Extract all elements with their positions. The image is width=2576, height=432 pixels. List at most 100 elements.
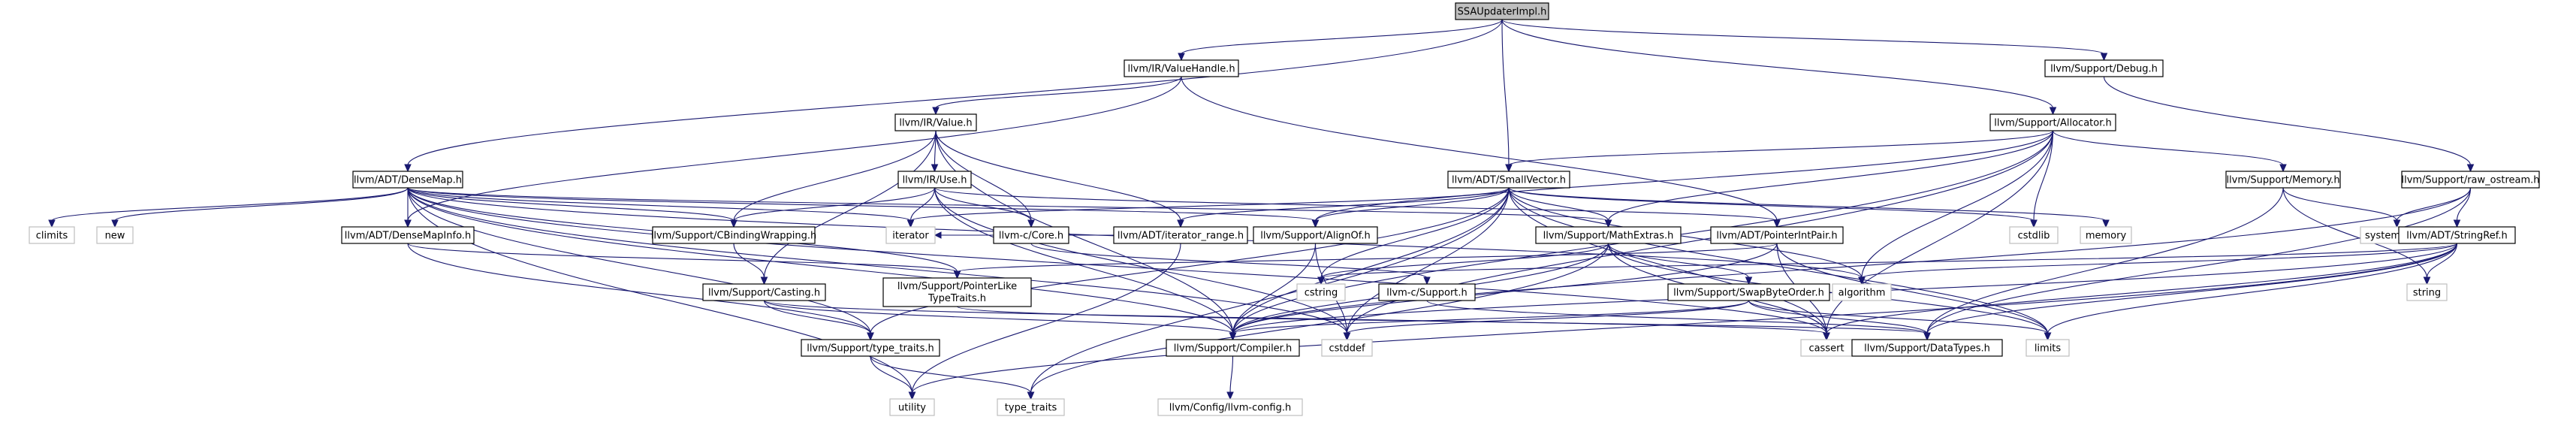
edge-value-to-casting	[760, 130, 937, 285]
node-label: string	[2413, 288, 2441, 299]
node-label: llvm/Support/MathExtras.h	[1543, 231, 1674, 242]
edge-ccore-to-csupport	[1030, 243, 1431, 285]
node-label: new	[105, 231, 125, 242]
edge-smallvector-to-alignof	[1311, 187, 1510, 228]
edge-smallvector-to-iterator_range	[1177, 187, 1510, 228]
node-llvmconfig: llvm/Config/llvm-config.h	[1157, 398, 1303, 416]
node-type_traits_llvm[interactable]: llvm/Support/type_traits.h	[801, 339, 940, 357]
node-box	[96, 226, 134, 244]
node-box	[29, 226, 75, 244]
node-csupport[interactable]: llvm-c/Support.h	[1378, 283, 1476, 301]
node-use[interactable]: llvm/IR/Use.h	[897, 171, 972, 189]
node-cstdlib: cstdlib	[2009, 226, 2059, 244]
node-smallvector[interactable]: llvm/ADT/SmallVector.h	[1447, 171, 1570, 189]
node-allocator[interactable]: llvm/Support/Allocator.h	[1989, 113, 2116, 131]
node-ccore[interactable]: llvm-c/Core.h	[993, 226, 1069, 244]
edge-type_traits_llvm-to-type_traits	[870, 355, 1035, 400]
node-memory_std: memory	[2080, 226, 2132, 244]
node-label: llvm/ADT/StringRef.h	[2406, 231, 2507, 242]
node-box	[2044, 59, 2164, 77]
node-alignof[interactable]: llvm/Support/AlignOf.h	[1253, 226, 1378, 244]
node-stringref[interactable]: llvm/ADT/StringRef.h	[2398, 226, 2516, 244]
edge-allocator-to-smallvector	[1505, 130, 2054, 173]
edge-use-to-pointerintpair	[934, 187, 1781, 228]
node-casting[interactable]: llvm/Support/Casting.h	[702, 283, 826, 301]
edge-root-to-allocator	[1501, 19, 2057, 116]
node-label: cstddef	[1329, 343, 1365, 355]
node-densemapinfo[interactable]: llvm/ADT/DenseMapInfo.h	[341, 226, 475, 244]
node-memory[interactable]: llvm/Support/Memory.h	[2225, 171, 2341, 189]
node-algorithm: algorithm	[1832, 283, 1892, 301]
edge-stringref-to-algorithm	[1858, 243, 2458, 285]
node-label: llvm/ADT/iterator_range.h	[1118, 231, 1244, 242]
edge-smallvector-to-memory_std	[1508, 187, 2110, 228]
node-new: new	[96, 226, 134, 244]
node-box	[1989, 113, 2116, 131]
node-box	[889, 398, 935, 416]
node-debug[interactable]: llvm/Support/Debug.h	[2044, 59, 2164, 77]
node-limits: limits	[2026, 339, 2070, 357]
node-compiler[interactable]: llvm/Support/Compiler.h	[1166, 339, 1300, 357]
edge-stringref-to-cstring	[1317, 243, 2458, 285]
edge-root-to-valuehandle	[1178, 19, 1503, 62]
node-raw_ostream[interactable]: llvm/Support/raw_ostream.h	[2401, 171, 2540, 189]
node-cbinding[interactable]: llvm/Support/CBindingWrapping.h	[651, 226, 817, 244]
node-pointerintpair[interactable]: llvm/ADT/PointerIntPair.h	[1710, 226, 1844, 244]
node-label: utility	[898, 403, 926, 414]
node-label-line: TypeTraits.h	[928, 293, 986, 304]
node-label: cstdlib	[2018, 231, 2050, 242]
node-label: llvm/IR/Use.h	[903, 175, 967, 186]
node-box	[897, 171, 972, 189]
node-root[interactable]: SSAUpdaterImpl.h	[1455, 2, 1549, 20]
node-box	[1667, 283, 1830, 301]
edges-layer	[48, 19, 2475, 400]
edge-use-to-cbinding	[730, 187, 936, 228]
node-densemap[interactable]: llvm/ADT/DenseMap.h	[352, 171, 463, 189]
node-mathextras[interactable]: llvm/Support/MathExtras.h	[1535, 226, 1682, 244]
node-box	[1710, 226, 1844, 244]
node-swapbyteorder[interactable]: llvm/Support/SwapByteOrder.h	[1667, 283, 1830, 301]
node-box	[352, 171, 463, 189]
node-label: iterator	[892, 231, 929, 242]
node-value[interactable]: llvm/IR/Value.h	[894, 113, 977, 131]
edge-raw_ostream-to-datatypes	[1923, 187, 2472, 341]
node-valuehandle[interactable]: llvm/IR/ValueHandle.h	[1124, 59, 1239, 77]
node-box	[801, 339, 940, 357]
edge-mathextras-to-cstring	[1317, 243, 1609, 285]
edge-swapbyteorder-to-datatypes	[1748, 300, 1931, 341]
node-box	[2398, 226, 2516, 244]
node-label: SSAUpdaterImpl.h	[1458, 7, 1547, 18]
node-box	[652, 226, 816, 244]
edge-type_traits_llvm-to-utility	[870, 355, 916, 400]
node-box	[1321, 339, 1373, 357]
edge-swapbyteorder-to-cstddef	[1343, 300, 1750, 341]
edge-allocator-to-memory	[2052, 130, 2287, 173]
node-box	[2080, 226, 2132, 244]
node-box	[2009, 226, 2059, 244]
node-datatypes[interactable]: llvm/Support/DataTypes.h	[1851, 339, 2003, 357]
edge-compiler-to-llvmconfig	[1226, 355, 1234, 400]
node-label: llvm/IR/ValueHandle.h	[1127, 64, 1235, 75]
node-box	[1124, 59, 1239, 77]
node-iterator_range[interactable]: llvm/ADT/iterator_range.h	[1113, 226, 1248, 244]
edge-smallvector-to-compiler	[1229, 187, 1510, 341]
node-label: algorithm	[1838, 288, 1886, 299]
node-label: llvm/ADT/PointerIntPair.h	[1716, 231, 1837, 242]
node-box	[1535, 226, 1682, 244]
node-label: climits	[36, 231, 68, 242]
node-cassert: cassert	[1800, 339, 1853, 357]
node-utility: utility	[889, 398, 935, 416]
node-box	[993, 226, 1069, 244]
node-box	[1157, 398, 1303, 416]
edge-densemap-to-type_traits_llvm	[407, 187, 874, 341]
node-box	[341, 226, 475, 244]
node-label: llvm/Support/DataTypes.h	[1864, 343, 1990, 355]
edge-densemap-to-utility	[407, 187, 916, 400]
node-label: llvm/Support/Debug.h	[2050, 64, 2158, 75]
node-box	[1455, 2, 1549, 20]
node-label: llvm/Support/SwapByteOrder.h	[1673, 288, 1824, 299]
edge-root-to-densemap	[404, 19, 1503, 173]
edge-smallvector-to-iterator	[906, 187, 1510, 228]
